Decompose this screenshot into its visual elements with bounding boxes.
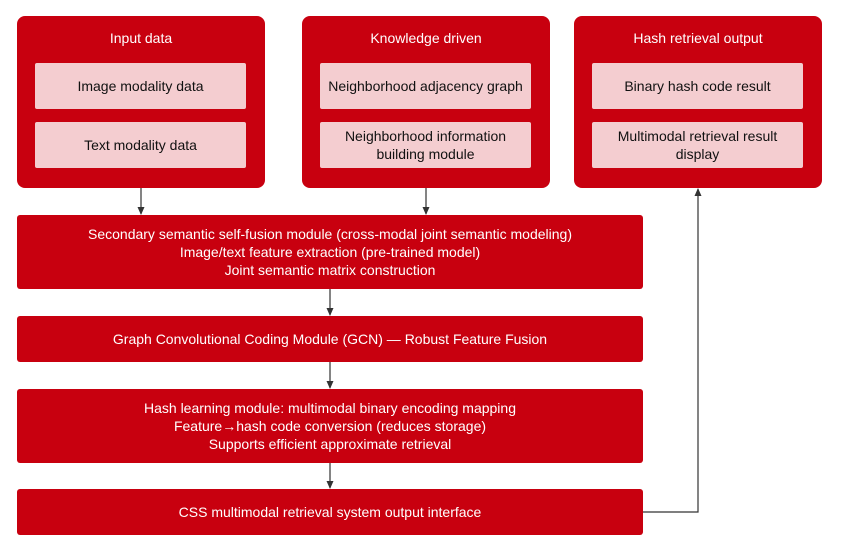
knowledge-driven-group: Knowledge driven Neighborhood adjacency …	[302, 16, 550, 188]
multimodal-retrieval-result-box: Multimodal retrieval result display	[592, 122, 803, 168]
text-modality-box: Text modality data	[35, 122, 246, 168]
input-data-group: Input data Image modality data Text moda…	[17, 16, 265, 188]
semantic-fusion-module: Secondary semantic self-fusion module (c…	[17, 215, 643, 289]
hash-learning-module: Hash learning module: multimodal binary …	[17, 389, 643, 463]
gcn-module: Graph Convolutional Coding Module (GCN) …	[17, 316, 643, 362]
hash-module-line-2: Feature→hash code conversion (reduces st…	[173, 418, 487, 434]
hash-retrieval-output-group: Hash retrieval output Binary hash code r…	[574, 16, 822, 188]
gcn-module-label: Graph Convolutional Coding Module (GCN) …	[112, 331, 548, 347]
fusion-module-line-2: Image/text feature extraction (pre-train…	[179, 244, 481, 260]
image-modality-box: Image modality data	[35, 63, 246, 109]
knowledge-driven-title: Knowledge driven	[370, 30, 482, 46]
neighborhood-information-module-box: Neighborhood information building module	[320, 122, 531, 168]
fusion-module-line-1: Secondary semantic self-fusion module (c…	[88, 226, 572, 242]
arrow-interface-to-output	[643, 188, 702, 513]
hash-retrieval-output-title: Hash retrieval output	[633, 30, 763, 46]
neighborhood-adjacency-graph-box: Neighborhood adjacency graph	[320, 63, 531, 109]
binary-hash-code-result-box: Binary hash code result	[592, 63, 803, 109]
output-interface-module: CSS multimodal retrieval system output i…	[17, 489, 643, 535]
hash-module-line-1: Hash learning module: multimodal binary …	[144, 400, 516, 416]
output-interface-label: CSS multimodal retrieval system output i…	[178, 504, 482, 520]
fusion-module-line-3: Joint semantic matrix construction	[224, 262, 436, 278]
input-data-title: Input data	[109, 30, 173, 46]
hash-module-line-3: Supports efficient approximate retrieval	[208, 436, 452, 452]
